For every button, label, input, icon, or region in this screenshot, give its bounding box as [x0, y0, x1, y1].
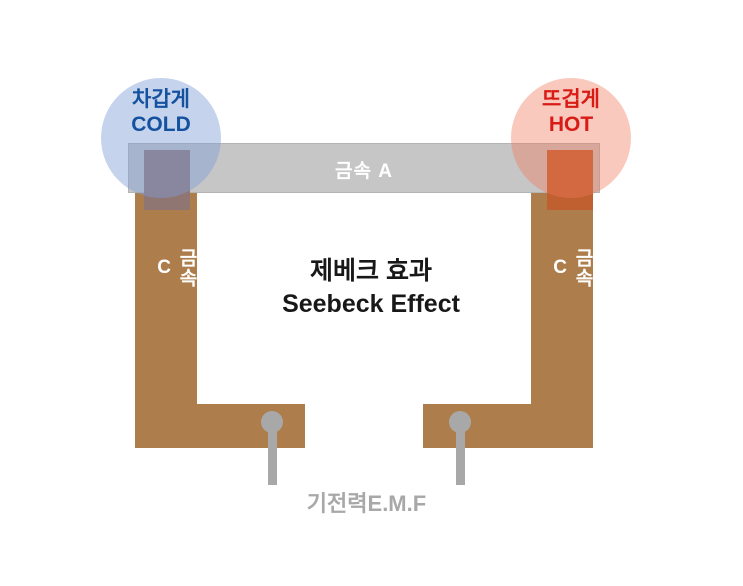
emf-left-wire-vertical: [268, 418, 277, 502]
cold-label-english: COLD: [131, 112, 191, 136]
emf-label: 기전력E.M.F: [263, 485, 470, 521]
emf-left-terminal: [261, 411, 283, 433]
cold-temperature-label: 차갑게 COLD: [91, 88, 231, 138]
hot-temperature-label: 뜨겁게 HOT: [501, 88, 641, 138]
hot-temperature-halo: [511, 78, 631, 198]
diagram-title-korean: 제베크 효과: [310, 257, 432, 285]
metal-a-bar: [128, 143, 600, 193]
diagram-title: 제베크 효과 Seebeck Effect: [181, 255, 561, 321]
metal-c-right-label: 금속 C: [549, 248, 593, 288]
hot-label-korean: 뜨겁게: [542, 88, 600, 111]
metal-c-right-horizontal-segment: [423, 404, 593, 448]
hot-label-english: HOT: [548, 112, 594, 136]
emf-right-terminal: [449, 411, 471, 433]
cold-label-korean: 차갑게: [132, 88, 190, 111]
hot-junction-block: [547, 150, 593, 210]
diagram-title-english: Seebeck Effect: [282, 290, 460, 318]
metal-c-left-label: 금속 C: [153, 248, 197, 288]
emf-right-wire-vertical: [456, 418, 465, 502]
cold-junction-block: [144, 150, 190, 210]
metal-a-label: 금속 A: [335, 161, 393, 182]
cold-temperature-halo: [101, 78, 221, 198]
